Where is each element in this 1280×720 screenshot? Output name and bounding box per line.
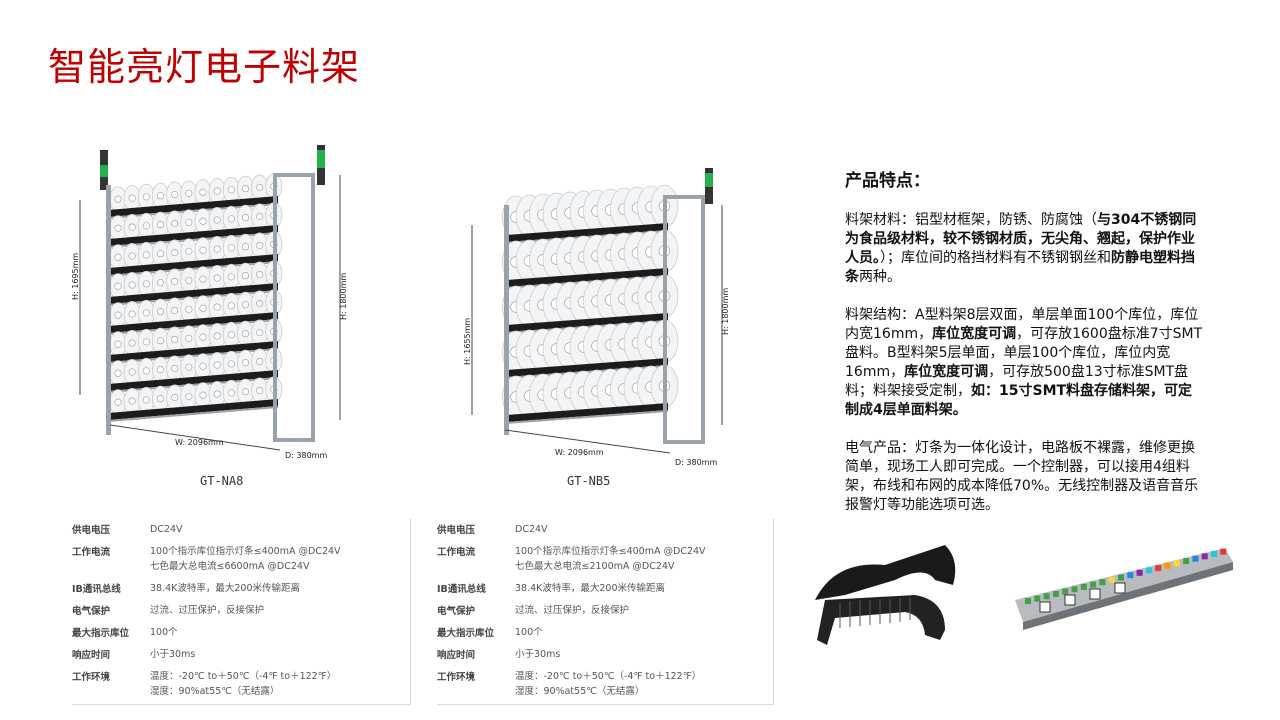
spec-value: 100个 (150, 627, 178, 638)
light-bar-image (1015, 548, 1233, 630)
spec-value: 过流、过压保护，反接保护 (150, 605, 265, 616)
spec-value: 温度：-20℃ to＋50℃（-4℉ to＋122℉）湿度：90%at55℃（无… (515, 671, 702, 697)
spec-row: 工作环境 温度：-20℃ to＋50℃（-4℉ to＋122℉）湿度：90%at5… (72, 669, 410, 699)
rack-b-height-label: H: 1655mm (463, 318, 472, 365)
feature-material: 料架材料：铝型材框架，防锈、防腐蚀（与304不锈钢同为食品级材料，较不锈钢材质，… (845, 212, 1197, 285)
spec-key: 供电电压 (437, 525, 476, 536)
feature-electrical: 电气产品：灯条为一体化设计，电路板不裸露，维修更换简单，现场工人即可完成。一个控… (845, 440, 1199, 513)
spec-value: DC24V (150, 524, 183, 535)
rack-a-caption: GT-NA8 (200, 474, 244, 488)
spec-value: 小于30ms (150, 649, 196, 660)
spec-key: 最大指示库位 (437, 628, 495, 639)
spec-value: 过流、过压保护，反接保护 (515, 605, 630, 616)
spec-key: 工作电流 (72, 547, 111, 558)
spec-key: 电气保护 (437, 606, 476, 617)
rack-b-caption: GT-NB5 (567, 474, 611, 488)
spec-key: IB通讯总线 (437, 584, 486, 595)
spec-row: IB通讯总线 38.4K波特率，最大200米传输距离 (437, 581, 773, 596)
rack-a-width-label: W: 2096mm (175, 438, 224, 447)
rack-a-depth-label: D: 380mm (285, 451, 327, 460)
page-title: 智能亮灯电子料架 (48, 45, 361, 89)
rack-b-total-height-label: H: 1800mm (721, 288, 730, 335)
rack-a-image: H: 1695mm H: 1800mm W: 2096mm D: 380mm (71, 145, 348, 460)
spec-row: 电气保护 过流、过压保护，反接保护 (72, 603, 410, 618)
spec-key: 最大指示库位 (72, 628, 130, 639)
spec-row: IB通讯总线 38.4K波特率，最大200米传输距离 (72, 581, 410, 596)
rack-b-image: H: 1655mm H: 1800mm W: 2096mm D: 380mm (463, 168, 730, 467)
spec-key: 供电电压 (72, 525, 111, 536)
spec-key: 工作环境 (437, 672, 476, 683)
spec-row: 最大指示库位 100个 (437, 625, 773, 640)
features-heading: 产品特点： (845, 171, 930, 191)
spec-value: 温度：-20℃ to＋50℃（-4℉ to＋122℉）湿度：90%at55℃（无… (150, 671, 337, 697)
rack-b-depth-label: D: 380mm (675, 458, 717, 467)
spec-key: 响应时间 (437, 650, 476, 661)
spec-key: IB通讯总线 (72, 584, 121, 595)
spec-value: 38.4K波特率，最大200米传输距离 (515, 583, 666, 594)
rack-a-height-label: H: 1695mm (71, 253, 80, 300)
rack-a-total-height-label: H: 1800mm (339, 273, 348, 320)
spec-row: 最大指示库位 100个 (72, 625, 410, 640)
spec-row: 响应时间 小于30ms (437, 647, 773, 662)
rack-b-width-label: W: 2096mm (555, 448, 604, 457)
spec-value: 38.4K波特率，最大200米传输距离 (150, 583, 301, 594)
spec-value: 小于30ms (515, 649, 561, 660)
spec-key: 电气保护 (72, 606, 111, 617)
spec-value: 100个 (515, 627, 543, 638)
spec-row: 供电电压 DC24V (72, 522, 410, 537)
spec-key: 工作环境 (72, 672, 111, 683)
spec-key: 响应时间 (72, 650, 111, 661)
spec-value: DC24V (515, 524, 548, 535)
spec-key: 工作电流 (437, 547, 476, 558)
shelf-divider-image (815, 545, 956, 645)
features-panel: 产品特点： 料架材料：铝型材框架，防锈、防腐蚀（与304不锈钢同为食品级材料，较… (845, 172, 1205, 534)
spec-row: 响应时间 小于30ms (72, 647, 410, 662)
spec-row: 电气保护 过流、过压保护，反接保护 (437, 603, 773, 618)
feature-structure: 料架结构：A型料架8层双面，单层单面100个库位，库位内宽16mm，库位宽度可调… (845, 307, 1203, 418)
spec-row: 供电电压 DC24V (437, 522, 773, 537)
spec-row: 工作环境 温度：-20℃ to＋50℃（-4℉ to＋122℉）湿度：90%at5… (437, 669, 773, 699)
